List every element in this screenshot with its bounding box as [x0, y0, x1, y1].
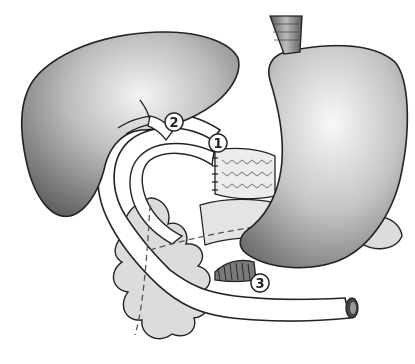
- marker-3-label: 3: [255, 277, 264, 292]
- marker-1-label: 1: [213, 137, 222, 152]
- pancreas: [215, 148, 275, 198]
- gastrojejunal-anastomosis: [215, 260, 256, 281]
- marker-3: 3: [251, 274, 269, 292]
- marker-2: 2: [165, 113, 183, 131]
- marker-1: 1: [209, 134, 227, 152]
- marker-2-label: 2: [169, 116, 178, 131]
